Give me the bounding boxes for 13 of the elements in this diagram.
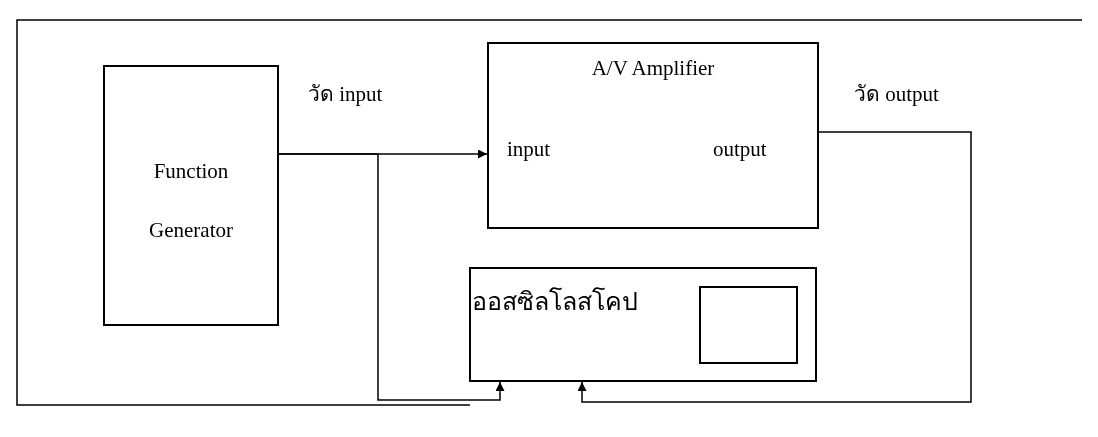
generator-box (103, 65, 279, 326)
arrow (278, 153, 505, 401)
box-title: ออสซิลโลสโคป (472, 287, 638, 317)
screen-box (699, 286, 798, 364)
amplifier-box (487, 42, 819, 229)
port-label: input (507, 137, 551, 161)
box-title: A/V Amplifier (590, 56, 716, 80)
port-label: output (713, 137, 767, 161)
box-title: Function Generator (148, 158, 234, 244)
edge-label: วัด input (306, 82, 385, 106)
oscilloscope-box (469, 267, 817, 382)
arrow (577, 131, 972, 403)
edge-label: วัด output (852, 82, 941, 106)
